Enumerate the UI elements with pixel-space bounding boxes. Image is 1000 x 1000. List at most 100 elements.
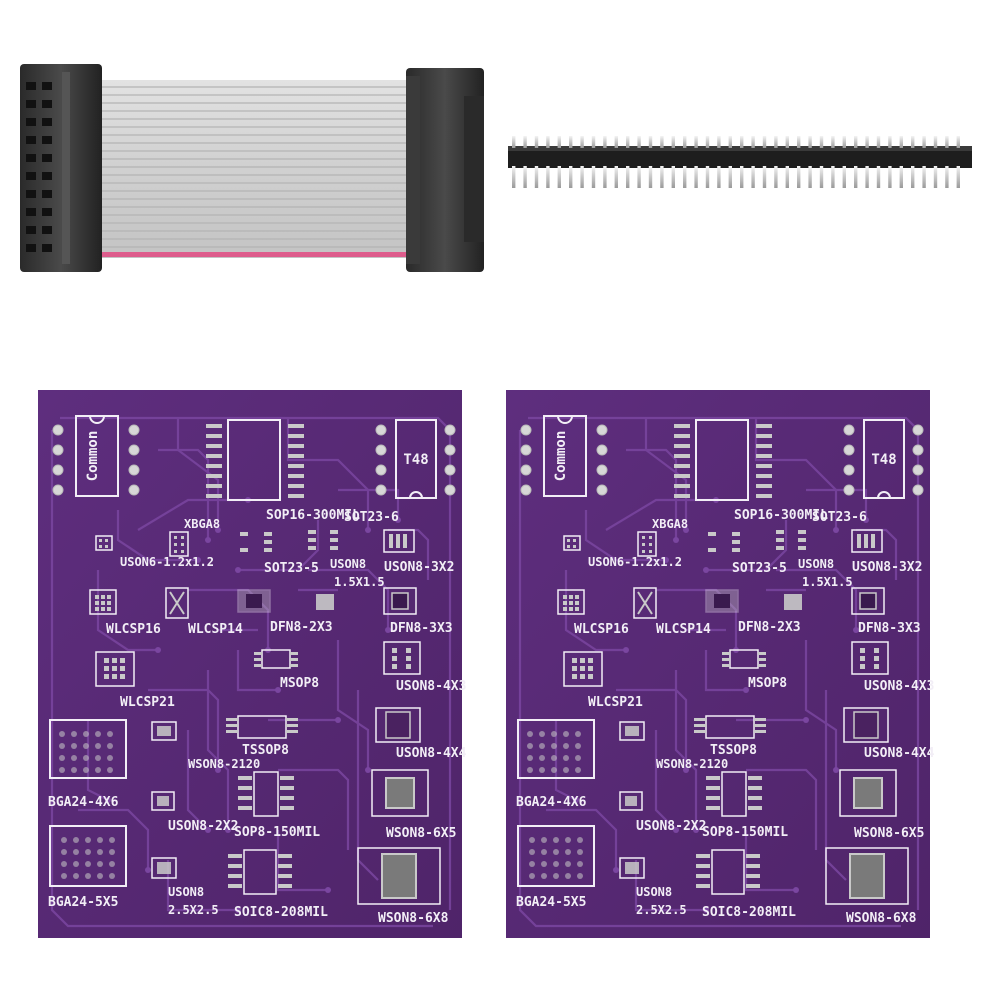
footprint-label: BGA24-4X6 (48, 795, 119, 810)
header-pin (831, 166, 835, 188)
header-pin (876, 136, 881, 148)
footprint-label: SOIC8-208MIL (234, 905, 328, 920)
footprint-label: SOP8-150MIL (234, 825, 320, 840)
header-pin (591, 136, 596, 148)
footprint-label: SOP16-300MIL (266, 508, 360, 523)
footprint-label: USON8-4X4 (864, 746, 935, 761)
header-pin (740, 136, 744, 148)
footprint-label: USON8 (798, 557, 834, 571)
header-pin (717, 136, 721, 148)
header-pin (637, 166, 641, 188)
header-pin (660, 136, 664, 148)
header-pin (648, 136, 653, 148)
header-pin (751, 166, 755, 188)
header-pin (762, 166, 767, 188)
footprint-label: WLCSP14 (656, 622, 711, 637)
common-label: Common (553, 431, 569, 482)
footprint-label: WLCSP16 (106, 622, 161, 637)
footprint-label: MSOP8 (280, 676, 319, 691)
header-pin (854, 166, 858, 188)
header-pin (512, 166, 516, 188)
header-pin (808, 136, 812, 148)
header-pin (819, 166, 824, 188)
footprint-label: SOP8-150MIL (702, 825, 788, 840)
header-pin (580, 136, 584, 148)
footprint-label: DFN8-2X3 (738, 620, 801, 635)
header-pin (671, 136, 675, 148)
header-pin (728, 166, 732, 188)
footprint-label: XBGA8 (184, 517, 220, 531)
header-pin (580, 166, 584, 188)
header-pin (785, 166, 789, 188)
header-pin (797, 166, 801, 188)
footprint-label: SOT23-5 (264, 561, 319, 576)
header-pin (819, 136, 824, 148)
header-pin (797, 136, 801, 148)
footprint-label: USON8-2X2 (636, 819, 706, 834)
footprint-label: USON8-4X3 (864, 679, 934, 694)
header-pin (694, 136, 698, 148)
header-pin (717, 166, 721, 188)
footprint-label: XBGA8 (652, 517, 688, 531)
footprint-label: USON8 (168, 885, 204, 899)
header-pin (922, 166, 926, 188)
footprint-label: WLCSP21 (120, 695, 175, 710)
header-pin (637, 136, 641, 148)
header-pin (842, 166, 846, 188)
header-pin (683, 136, 687, 148)
header-pin (774, 136, 778, 148)
header-pin (660, 166, 664, 188)
footprint-label: DFN8-3X3 (858, 621, 921, 636)
header-pin (854, 136, 858, 148)
pin-header (508, 136, 972, 188)
footprint-label: SOT23-6 (812, 510, 867, 525)
footprint-label: DFN8-3X3 (390, 621, 453, 636)
header-pin (956, 136, 960, 148)
common-label: Common (85, 431, 101, 482)
footprint-label: SOT23-6 (344, 510, 399, 525)
footprint-label: DFN8-2X3 (270, 620, 333, 635)
footprint-label: TSSOP8 (710, 743, 757, 758)
header-pin (740, 166, 744, 188)
header-pin (865, 136, 869, 148)
footprint-label: USON8-4X3 (396, 679, 466, 694)
footprint-label: WSON8-6X8 (378, 911, 449, 926)
header-pin (557, 136, 561, 148)
header-pin (876, 166, 881, 188)
footprint-label: TSSOP8 (242, 743, 289, 758)
header-pin (614, 166, 618, 188)
footprint-label: WLCSP21 (588, 695, 643, 710)
footprint-label: WSON8-2120 (656, 757, 728, 771)
header-pin (762, 136, 767, 148)
header-pin (683, 166, 687, 188)
connector-right (406, 68, 484, 272)
footprint-label: 1.5X1.5 (334, 575, 385, 589)
header-pin (888, 166, 892, 188)
header-pin (705, 166, 710, 188)
header-pin (785, 136, 789, 148)
t48-label: T48 (403, 452, 428, 468)
footprint-label: WLCSP14 (188, 622, 243, 637)
footprint-label: USON8-2X2 (168, 819, 238, 834)
footprint-label: SOIC8-208MIL (702, 905, 796, 920)
header-pin (512, 136, 516, 148)
footprint-label: USON8 (330, 557, 366, 571)
footprint-label: WSON8-6X5 (854, 826, 924, 841)
header-pin (614, 136, 618, 148)
footprint-label: WSON8-6X5 (386, 826, 456, 841)
header-pin (831, 136, 835, 148)
header-pin (933, 166, 938, 188)
footprint-label: USON8 (636, 885, 672, 899)
footprint-label: USON8-3X2 (384, 560, 454, 575)
header-pin (728, 136, 732, 148)
header-pin (546, 166, 550, 188)
footprint-label: 2.5X2.5 (636, 903, 687, 917)
header-pin (899, 136, 903, 148)
header-pin (569, 136, 573, 148)
header-pin (956, 166, 960, 188)
header-pin (751, 136, 755, 148)
